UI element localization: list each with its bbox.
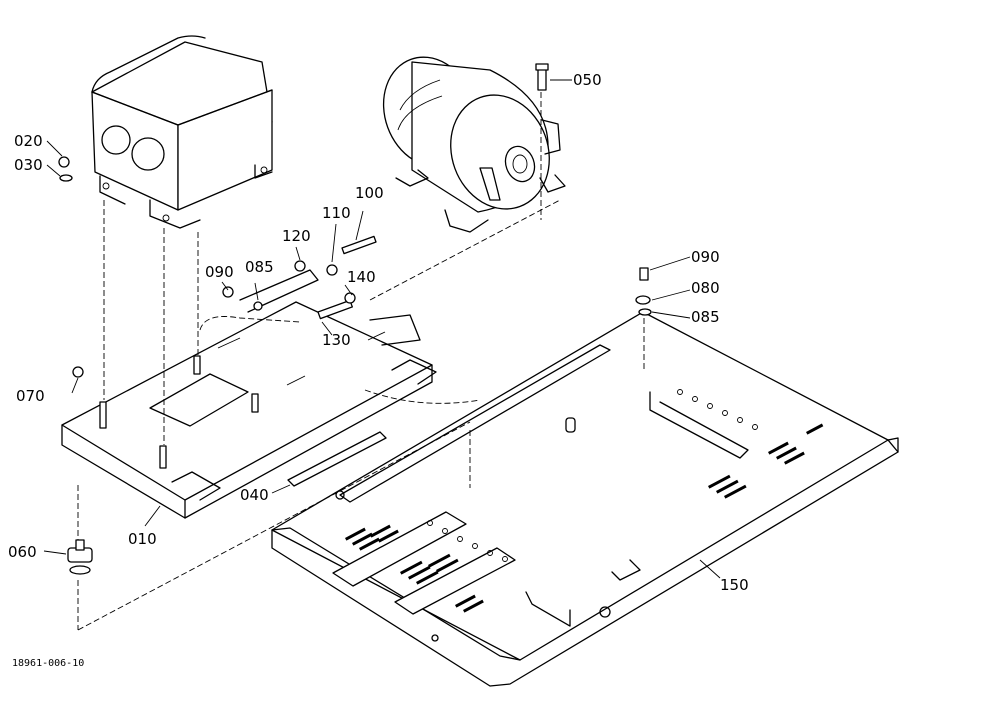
fasteners bbox=[58, 63, 652, 469]
callout-110: 110 bbox=[322, 204, 351, 222]
callout-020: 020 bbox=[14, 132, 43, 150]
base-pan bbox=[271, 311, 899, 687]
mounting-holes bbox=[335, 389, 758, 642]
junction-box bbox=[91, 35, 273, 229]
callout-030: 030 bbox=[14, 156, 43, 174]
rubber-foot bbox=[67, 539, 93, 575]
vent-slots bbox=[345, 423, 824, 613]
leader-lines bbox=[43, 79, 721, 579]
callout-010: 010 bbox=[128, 530, 157, 548]
callout-090-left: 090 bbox=[205, 263, 234, 281]
callout-150: 150 bbox=[720, 576, 749, 594]
callout-085-left: 085 bbox=[245, 258, 274, 276]
mounting-plate bbox=[61, 269, 437, 519]
callout-050: 050 bbox=[573, 71, 602, 89]
callout-130: 130 bbox=[322, 331, 351, 349]
callout-060: 060 bbox=[8, 543, 37, 561]
assembly-lines bbox=[77, 92, 645, 631]
callout-080: 080 bbox=[691, 279, 720, 297]
callout-040: 040 bbox=[240, 486, 269, 504]
motor bbox=[382, 56, 566, 233]
drawing-reference-code: 18961-006-10 bbox=[12, 658, 84, 669]
callout-labels: 020 030 050 100 110 120 090 085 140 130 … bbox=[8, 71, 749, 669]
callout-120: 120 bbox=[282, 227, 311, 245]
callout-085-right: 085 bbox=[691, 308, 720, 326]
callout-100: 100 bbox=[355, 184, 384, 202]
callout-070: 070 bbox=[16, 387, 45, 405]
callout-090-right: 090 bbox=[691, 248, 720, 266]
bracket-strip bbox=[287, 431, 387, 487]
standoff bbox=[565, 417, 576, 433]
callout-140: 140 bbox=[347, 268, 376, 286]
